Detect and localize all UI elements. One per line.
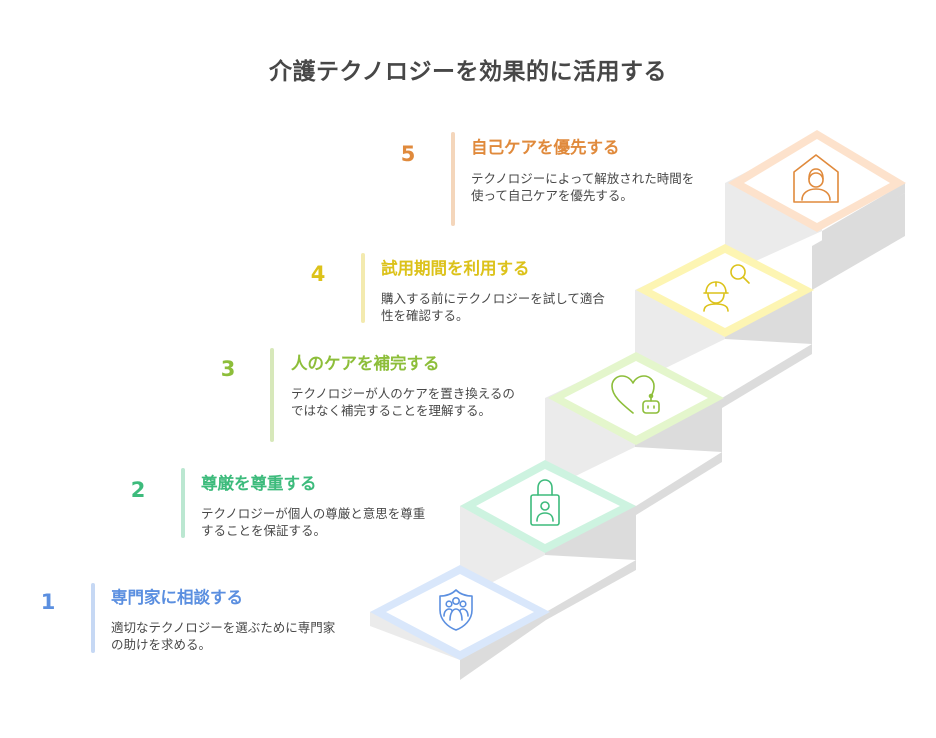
step-3-heading: 人のケアを補完する bbox=[291, 354, 440, 373]
step-3-description: テクノロジーが人のケアを置き換えるのではなく補完することを理解する。 bbox=[291, 386, 515, 418]
step-5-description: テクノロジーによって解放された時間を使って自己ケアを優先する。 bbox=[471, 171, 695, 203]
step-1-number: 1 bbox=[40, 590, 56, 614]
people-shield-icon bbox=[439, 589, 473, 631]
step-2-description: テクノロジーが個人の尊厳と意思を尊重することを保証する。 bbox=[201, 506, 426, 538]
diagram-title: 介護テクノロジーを効果的に活用する bbox=[268, 59, 668, 85]
step-5-number: 5 bbox=[400, 142, 416, 166]
home-person-icon bbox=[793, 154, 839, 203]
step-4-description: 購入する前にテクノロジーを試して適合性を確認する。 bbox=[381, 291, 605, 323]
step-3-number: 3 bbox=[220, 357, 236, 381]
step-2-heading: 尊厳を尊重する bbox=[201, 474, 317, 493]
step-1-accent-bar bbox=[91, 583, 95, 653]
heart-robot-icon bbox=[611, 375, 660, 414]
step-1-description: 適切なテクノロジーを選ぶために専門家の助けを求める。 bbox=[111, 620, 336, 652]
step-5-heading: 自己ケアを優先する bbox=[471, 138, 620, 157]
step-4-accent-bar bbox=[361, 253, 365, 323]
step-2-accent-bar bbox=[181, 468, 185, 538]
platform-step-3 bbox=[548, 352, 724, 445]
step-4-heading: 試用期間を利用する bbox=[381, 259, 530, 278]
worker-search-icon bbox=[703, 264, 750, 312]
step-1-heading: 専門家に相談する bbox=[111, 588, 243, 607]
platform-step-2 bbox=[460, 460, 636, 553]
step-5-accent-bar bbox=[451, 132, 455, 226]
platform-step-5 bbox=[728, 130, 906, 232]
lock-person-icon bbox=[530, 479, 560, 526]
step-4-number: 4 bbox=[310, 262, 326, 286]
step-3-accent-bar bbox=[270, 348, 274, 442]
platform-step-4 bbox=[636, 244, 814, 337]
step-2-number: 2 bbox=[130, 478, 146, 502]
